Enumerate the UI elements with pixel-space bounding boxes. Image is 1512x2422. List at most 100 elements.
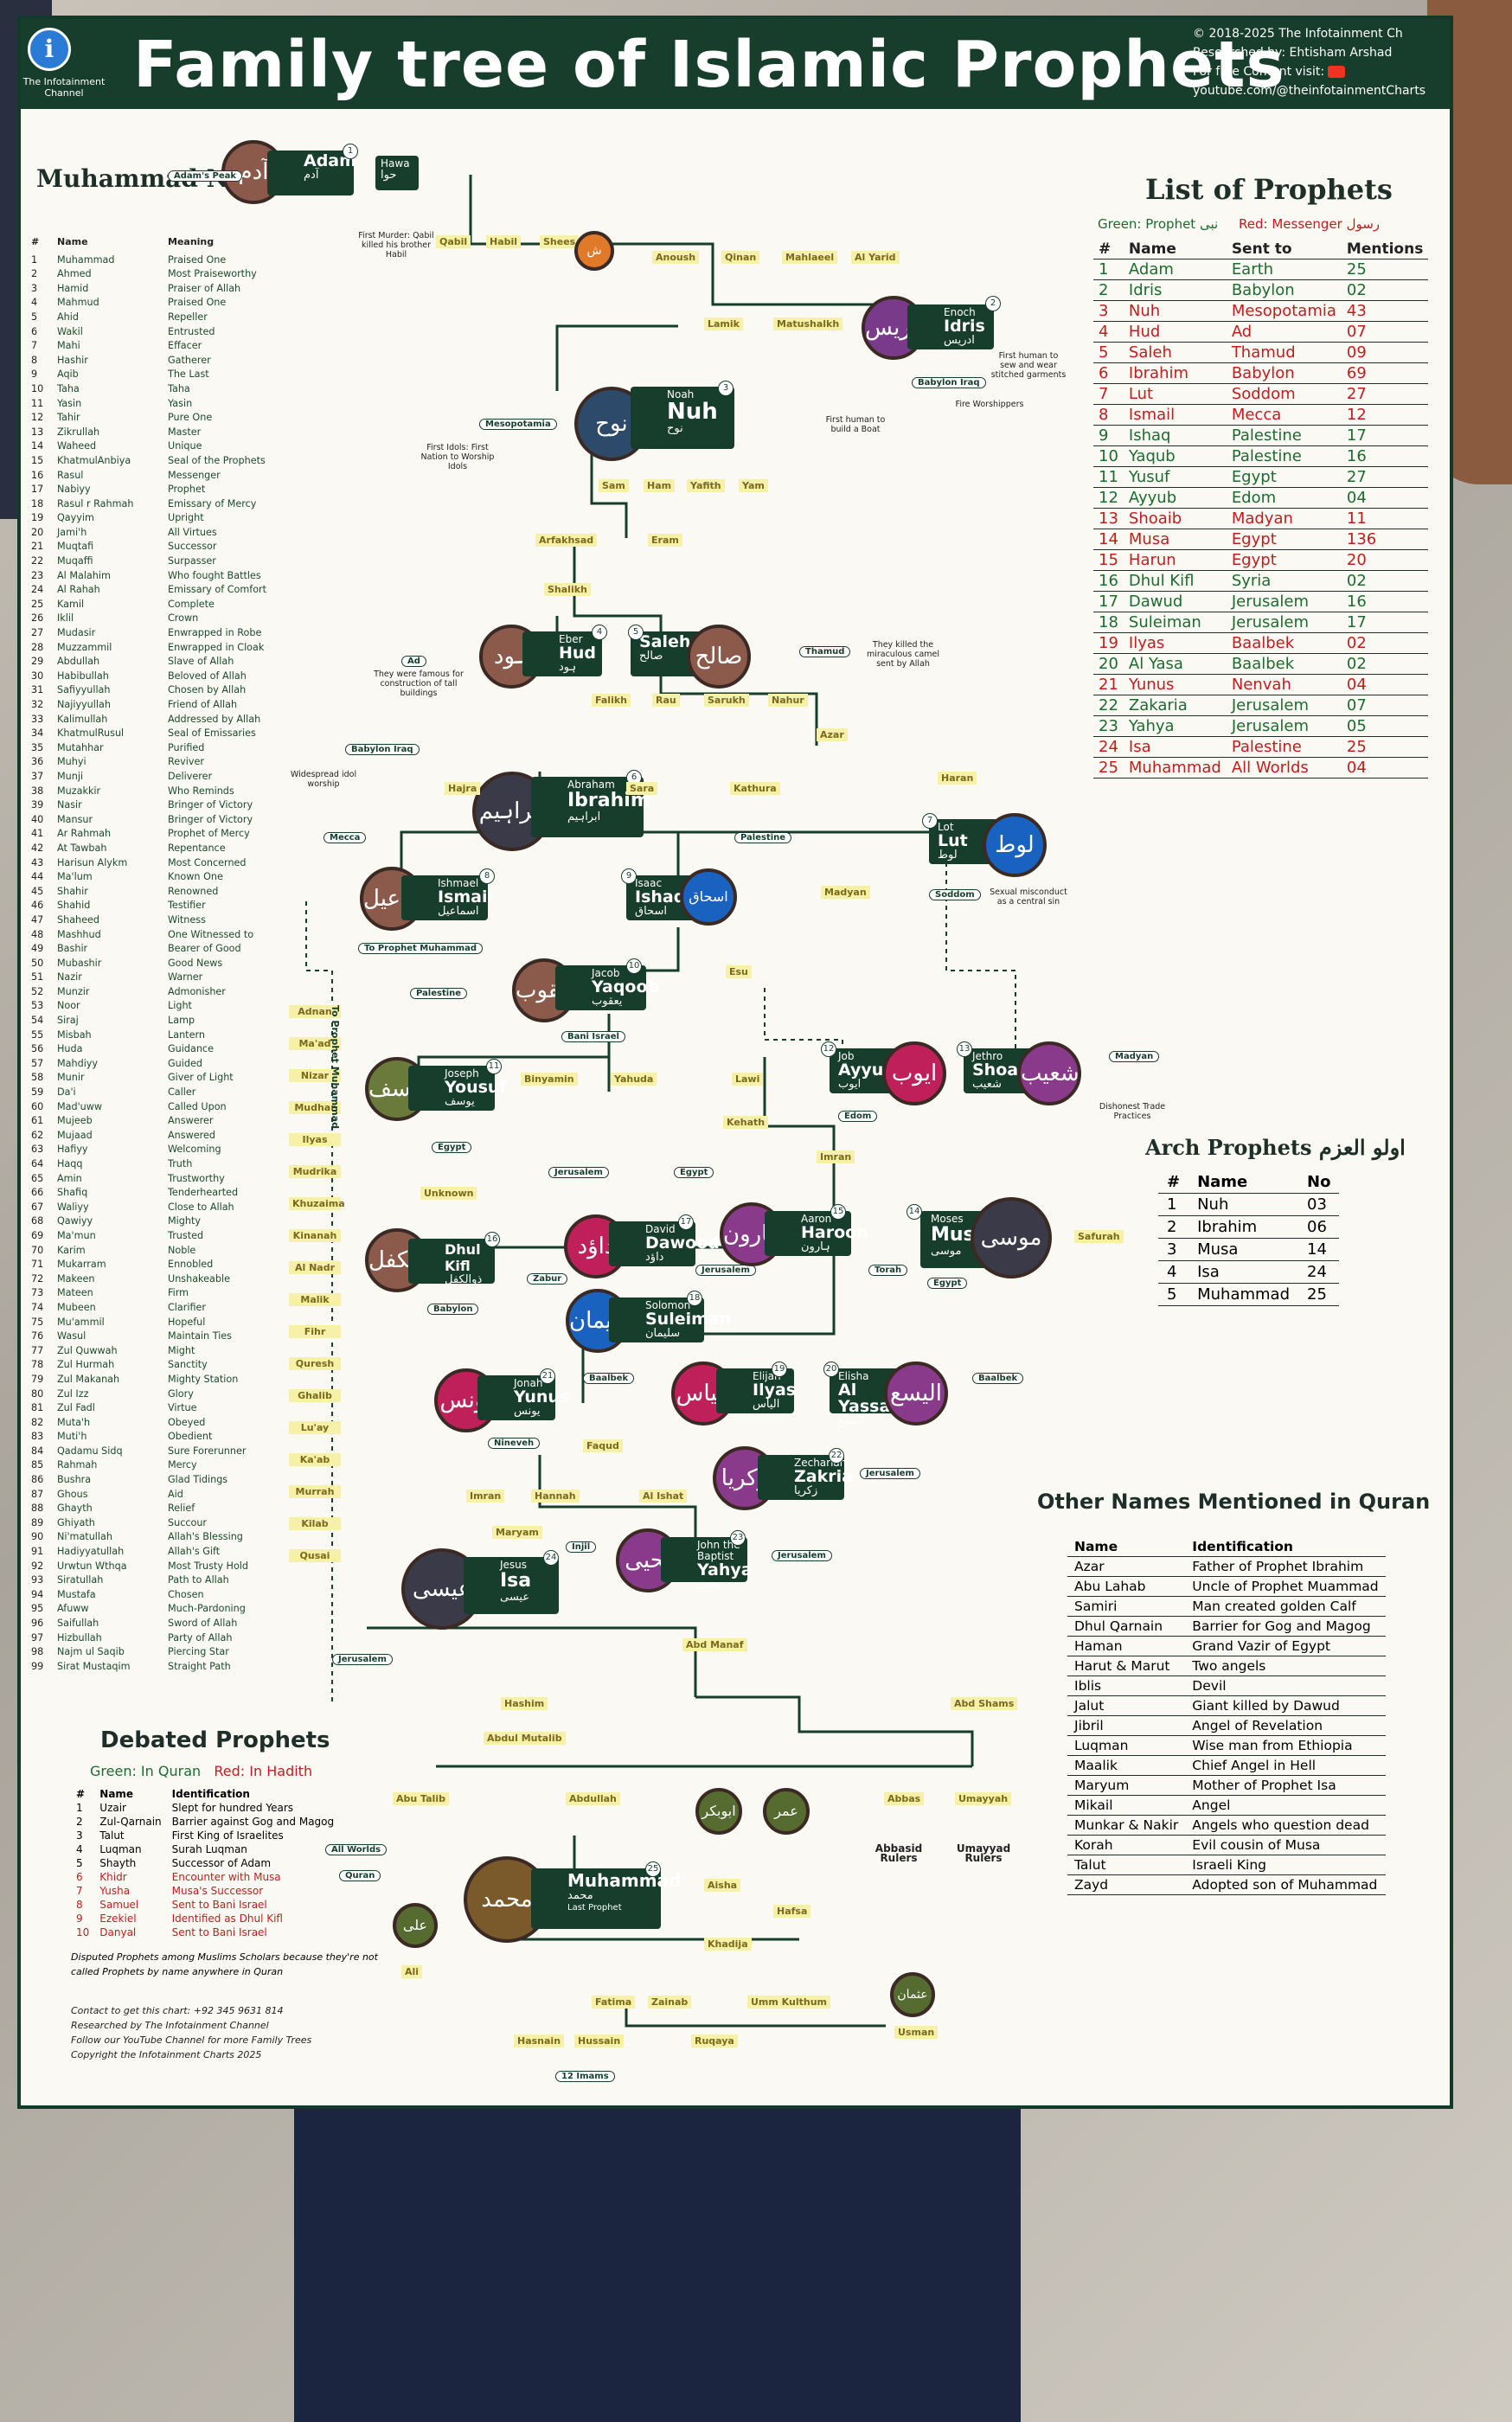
names-cell-name: Nabiyy	[57, 484, 91, 496]
names-cell-name: Waliyy	[57, 1201, 89, 1213]
label-mahlaeel: Mahlaeel	[782, 251, 838, 264]
prophet-cell: 05	[1341, 715, 1429, 737]
label-hussain: Hussain	[574, 2034, 625, 2047]
names-cell-name: Qayyim	[57, 512, 94, 524]
channel-url[interactable]: youtube.com/@theinfotainmentCharts	[1193, 84, 1426, 98]
arch-cell: Ibrahim	[1188, 1215, 1298, 1239]
umayyad-rulers: Umayyad Rulers	[956, 1842, 1011, 1864]
label-ham: Ham	[644, 479, 676, 492]
names-cell-name: Taha	[57, 382, 80, 394]
names-cell-meaning: Taha	[168, 382, 190, 394]
names-cell-num: 16	[31, 469, 44, 481]
names-cell-name: Mashhud	[57, 928, 101, 940]
tag-babylon-iraq: Babylon Iraq	[912, 377, 986, 388]
names-cell-meaning: Praiser of Allah	[168, 282, 241, 294]
names-cell-meaning: Renowned	[168, 885, 219, 897]
names-cell-meaning: Mighty Station	[168, 1373, 239, 1385]
names-cell-num: 53	[31, 1000, 44, 1012]
names-cell-num: 48	[31, 928, 44, 940]
names-cell-name: Kamil	[57, 598, 85, 610]
label-hannah: Hannah	[531, 1490, 580, 1503]
hud-number: 4	[592, 625, 607, 640]
names-cell-name: Huda	[57, 1043, 83, 1055]
tag-palestine: Palestine	[734, 832, 792, 843]
names-cell-name: Muhammad	[57, 253, 115, 266]
prophet-cell: 02	[1341, 632, 1429, 654]
ancestor-label: Qusai	[289, 1549, 341, 1562]
label-hasnain: Hasnain	[514, 2034, 565, 2047]
names-cell-num: 35	[31, 741, 44, 753]
names-cell-name: Zikrullah	[57, 426, 100, 438]
lut-calligraphy-icon: لوط	[983, 813, 1047, 877]
channel-name: The Infotainment Channel	[22, 76, 106, 99]
tag-torah: Torah	[868, 1265, 908, 1276]
label-unknown: Unknown	[420, 1187, 477, 1200]
names-cell-meaning: Giver of Light	[168, 1072, 234, 1084]
saleh-calligraphy-icon: صالح	[687, 625, 751, 689]
names-cell-name: Muzakkir	[57, 785, 101, 797]
label-abdullah: Abdullah	[566, 1792, 620, 1805]
names-cell-name: Ahmed	[57, 268, 92, 280]
names-cell-meaning: Guidance	[168, 1043, 214, 1055]
prophet-cell: 16	[1341, 445, 1429, 467]
debated-cell: 2	[76, 1816, 83, 1828]
names-cell-num: 30	[31, 670, 44, 682]
label-yahuda: Yahuda	[611, 1073, 657, 1086]
names-cell-name: Ar Rahmah	[57, 828, 112, 840]
ilyas-number: 19	[772, 1362, 787, 1377]
contact-line: Copyright the Infotainment Charts 2025	[71, 2049, 262, 2060]
